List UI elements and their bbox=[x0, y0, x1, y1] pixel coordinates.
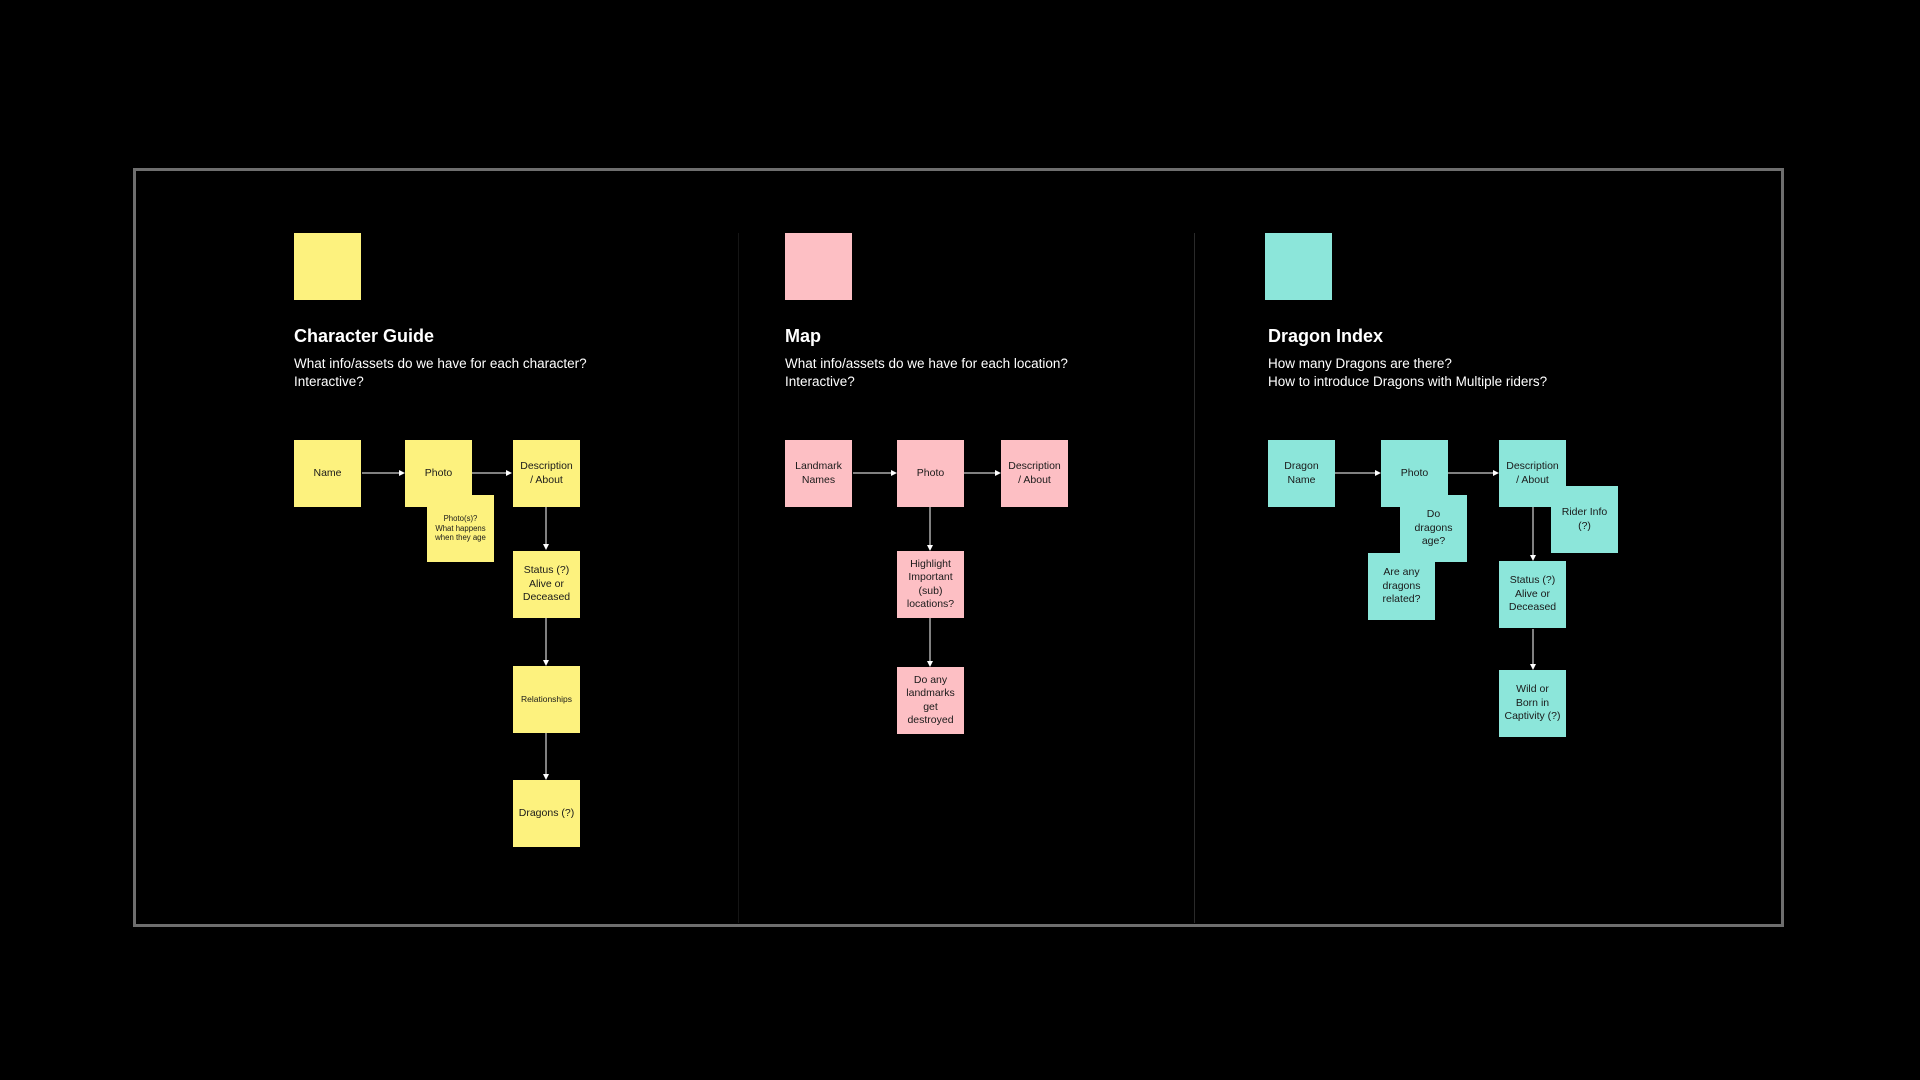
dragon-index-subtitle: How many Dragons are there? How to intro… bbox=[1268, 355, 1547, 391]
note-wild[interactable]: Wild or Born in Captivity (?) bbox=[1499, 670, 1566, 737]
note-description[interactable]: Description / About bbox=[1001, 440, 1068, 507]
note-status[interactable]: Status (?) Alive or Deceased bbox=[513, 551, 580, 618]
subtitle-line: Interactive? bbox=[294, 374, 364, 389]
note-highlight[interactable]: Highlight Important (sub) locations? bbox=[897, 551, 964, 618]
dragon-index-title: Dragon Index bbox=[1268, 326, 1384, 346]
note-dragons-related[interactable]: Are any dragons related? bbox=[1368, 553, 1435, 620]
note-photo[interactable]: Photo bbox=[897, 440, 964, 507]
section-divider bbox=[738, 233, 739, 923]
subtitle-line: What info/assets do we have for each cha… bbox=[294, 356, 587, 371]
character-guide-title: Character Guide bbox=[294, 326, 435, 346]
subtitle-line: Interactive? bbox=[785, 374, 855, 389]
note-dragons-age[interactable]: Do dragons age? bbox=[1400, 495, 1467, 562]
note-name[interactable]: Name bbox=[294, 440, 361, 507]
subtitle-line: How many Dragons are there? bbox=[1268, 356, 1452, 371]
note-rider-info[interactable]: Rider Info (?) bbox=[1551, 486, 1618, 553]
note-destroyed[interactable]: Do any landmarks get destroyed bbox=[897, 667, 964, 734]
map-swatch bbox=[785, 233, 852, 300]
map-subtitle: What info/assets do we have for each loc… bbox=[785, 355, 1068, 391]
note-photo-sub[interactable]: Photo(s)? What happens when they age bbox=[427, 495, 494, 562]
character-guide-swatch bbox=[294, 233, 361, 300]
note-landmark-names[interactable]: Landmark Names bbox=[785, 440, 852, 507]
note-relationships[interactable]: Relationships bbox=[513, 666, 580, 733]
subtitle-line: What info/assets do we have for each loc… bbox=[785, 356, 1068, 371]
board-frame bbox=[133, 168, 1784, 927]
section-divider bbox=[1194, 233, 1195, 923]
map-title: Map bbox=[785, 326, 821, 346]
dragon-index-swatch bbox=[1265, 233, 1332, 300]
note-dragon-name[interactable]: Dragon Name bbox=[1268, 440, 1335, 507]
note-status[interactable]: Status (?) Alive or Deceased bbox=[1499, 561, 1566, 628]
note-description[interactable]: Description / About bbox=[513, 440, 580, 507]
note-dragons[interactable]: Dragons (?) bbox=[513, 780, 580, 847]
character-guide-subtitle: What info/assets do we have for each cha… bbox=[294, 355, 587, 391]
subtitle-line: How to introduce Dragons with Multiple r… bbox=[1268, 374, 1548, 389]
